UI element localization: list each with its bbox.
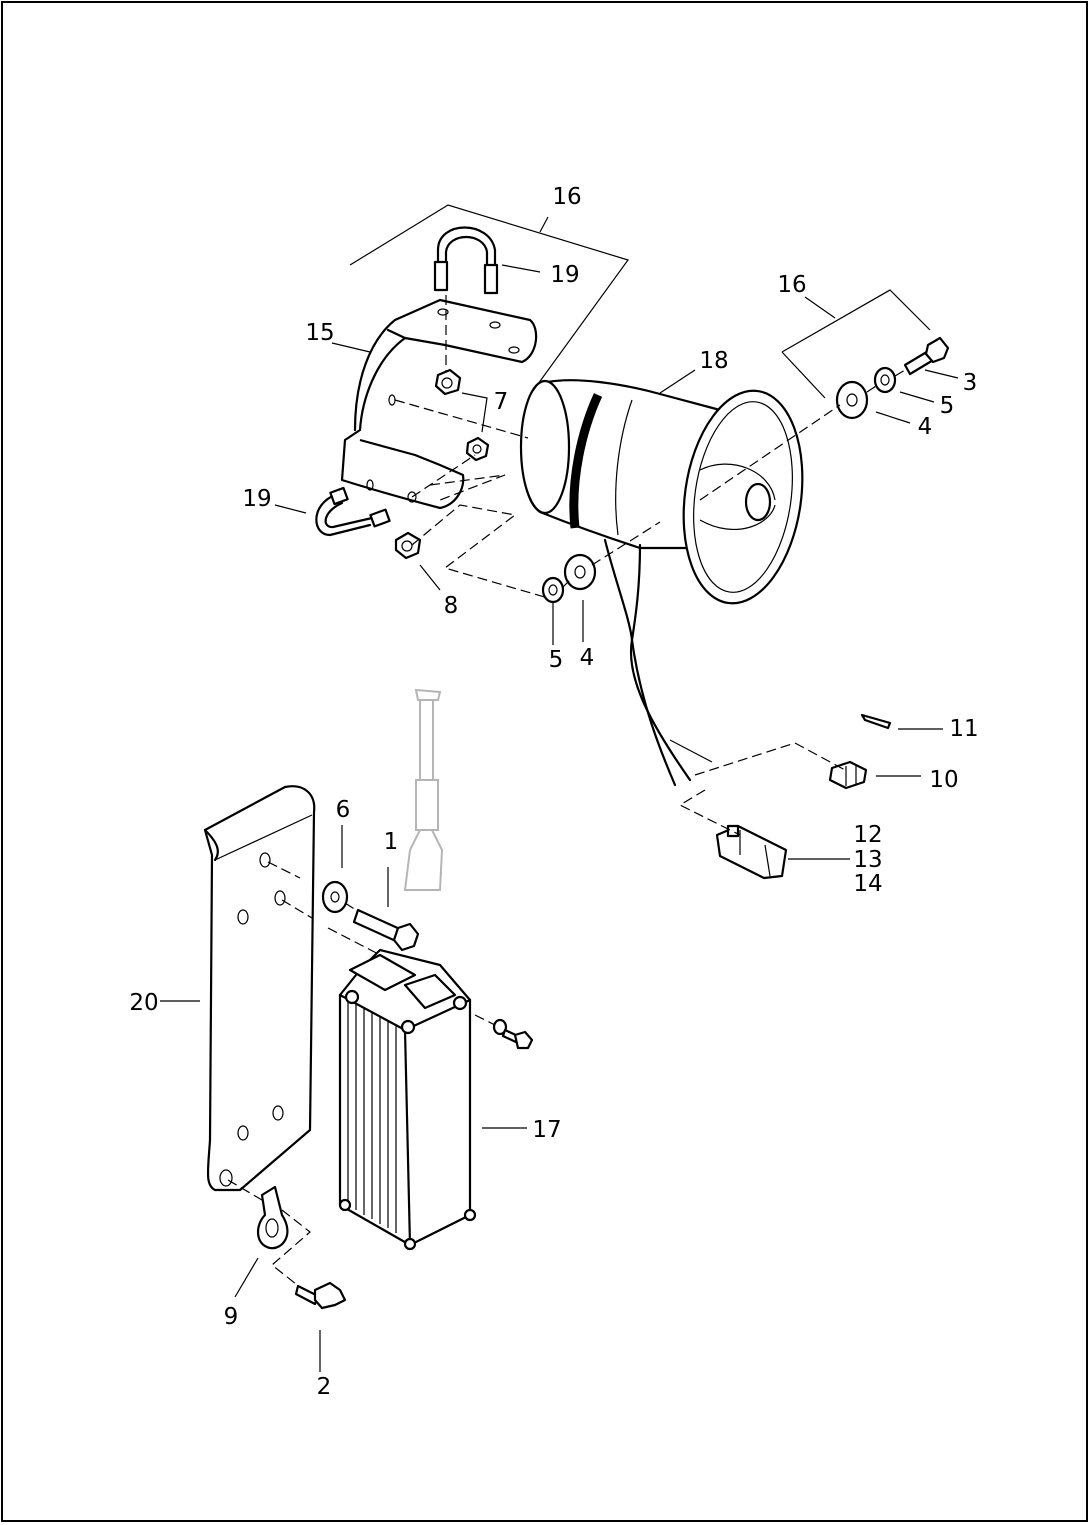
nut-8 (394, 531, 422, 560)
washers-lower (541, 553, 597, 604)
callout-16-hardware-kit: 16 (777, 272, 806, 298)
callout-11: 11 (949, 716, 978, 742)
callout-3: 3 (963, 370, 978, 396)
callout-20: 20 (129, 990, 158, 1016)
leader-lines (160, 204, 959, 1372)
pack-screw (492, 1018, 534, 1050)
callout-1: 1 (384, 829, 399, 855)
callout-6: 6 (336, 797, 351, 823)
callout-8: 8 (444, 593, 459, 619)
nut-7 (434, 368, 490, 462)
callout-10: 10 (929, 767, 958, 793)
battery-cable (403, 688, 444, 891)
callout-12: 12 (853, 822, 882, 848)
callout-13: 13 (853, 847, 882, 873)
callout-5-upper: 5 (940, 393, 955, 419)
power-pack (338, 948, 477, 1251)
callout-15: 15 (305, 320, 334, 346)
callout-19-upper: 19 (550, 262, 579, 288)
wing-screw-2 (294, 1281, 347, 1310)
callout-9: 9 (224, 1304, 239, 1330)
clamp-9 (257, 1185, 289, 1250)
callout-5-lower: 5 (549, 647, 564, 673)
callout-18: 18 (699, 348, 728, 374)
u-bolt-upper (433, 226, 499, 295)
bolt-1 (352, 908, 420, 952)
callout-2: 2 (317, 1374, 332, 1400)
washer-6 (321, 880, 349, 914)
callout-14: 14 (853, 871, 882, 897)
callout-labels: 16 16 19 15 18 3 7 5 4 19 8 5 4 11 10 6 … (129, 184, 978, 1400)
callout-17: 17 (532, 1117, 561, 1143)
connector-10 (828, 760, 868, 790)
u-bolt-lower (315, 486, 391, 537)
assembly-lines-plate (227, 861, 496, 1285)
callout-16-bracket-kit: 16 (552, 184, 581, 210)
mount-plate (203, 785, 316, 1192)
callout-4-upper: 4 (918, 414, 933, 440)
siren-horn (519, 379, 804, 787)
callout-4-lower: 4 (580, 645, 595, 671)
assembly-lines-siren (394, 295, 906, 599)
connector-12-14 (715, 824, 788, 880)
terminal-11 (860, 713, 892, 730)
assembly-lines-connectors (678, 742, 846, 836)
bolt-washers-upper (835, 336, 950, 420)
callout-7: 7 (494, 389, 509, 415)
callout-19-lower: 19 (242, 486, 271, 512)
